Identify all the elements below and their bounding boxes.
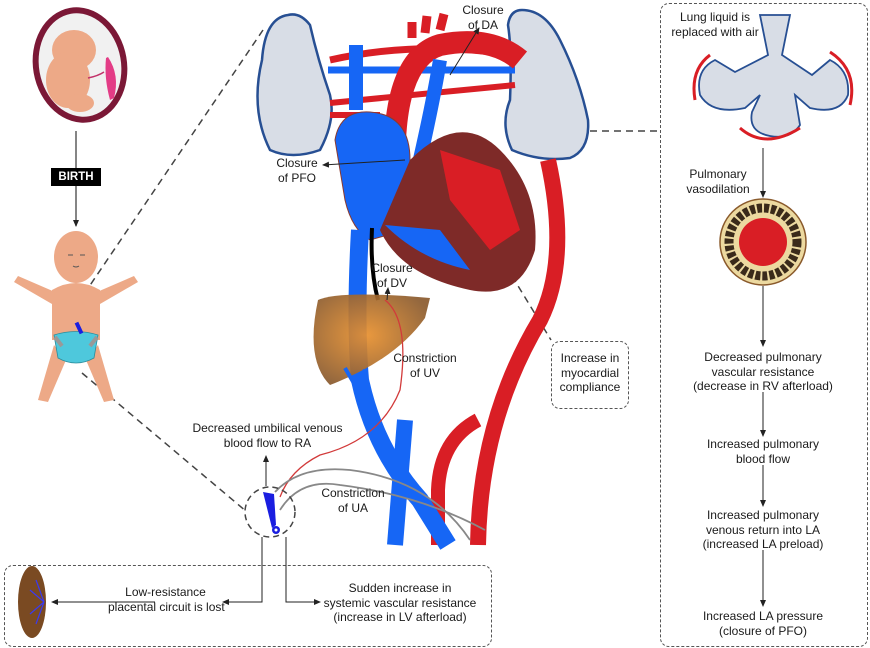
lung-right-icon xyxy=(504,8,590,161)
annotation-arrows xyxy=(51,27,480,605)
birth-label: BIRTH xyxy=(51,168,101,186)
myocardial-compliance-box xyxy=(551,341,629,409)
placenta-icon xyxy=(18,566,46,638)
liver-icon xyxy=(313,294,430,389)
alveoli-icon xyxy=(692,14,854,141)
heart-ventricles-icon xyxy=(380,132,536,292)
step-increased-la-pressure: Increased LA pressure(closure of PFO) xyxy=(702,609,824,638)
lung-left-icon xyxy=(256,13,333,157)
fetus-in-utero-icon xyxy=(32,7,128,123)
zoom-guide-lines xyxy=(77,29,660,513)
umbilical-clamp-icon xyxy=(244,486,296,538)
newborn-icon xyxy=(14,231,138,402)
bottom-panel-box xyxy=(4,565,492,647)
ductus-venosus xyxy=(369,227,380,301)
umbilical-vessels xyxy=(274,299,486,541)
pulmonary-vessel-cross-section-icon xyxy=(719,198,807,286)
right-panel-box xyxy=(660,3,868,647)
